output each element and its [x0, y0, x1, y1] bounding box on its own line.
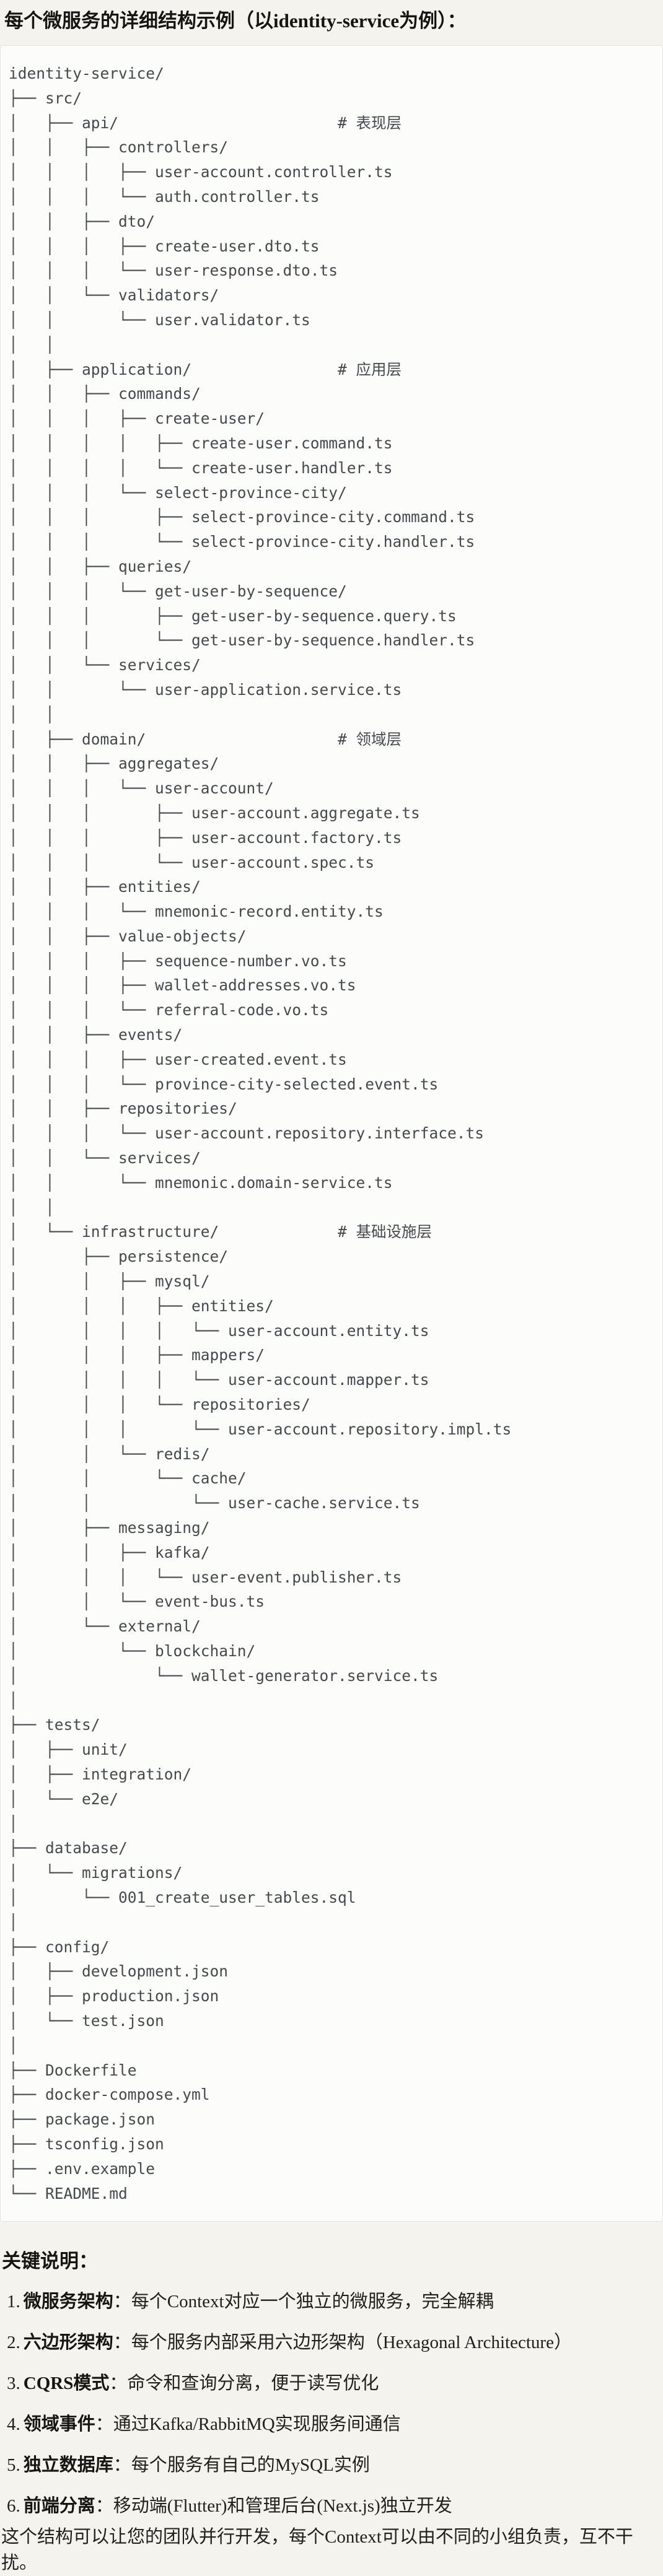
- note-item-microservice: 1.微服务架构：每个Context对应一个独立的微服务，完全解耦: [7, 2289, 663, 2315]
- note-term: 领域事件: [23, 2414, 95, 2435]
- code-block: identity-service/ ├── src/ │ ├── api/ # …: [0, 45, 663, 2222]
- note-term: 前端分离: [23, 2496, 95, 2517]
- note-item-domain-events: 4.领域事件：通过Kafka/RabbitMQ实现服务间通信: [7, 2411, 663, 2437]
- note-number: 1.: [7, 2292, 20, 2312]
- note-term: 六边形架构: [23, 2333, 113, 2353]
- note-number: 6.: [7, 2496, 20, 2517]
- notes-heading: 关键说明：: [2, 2250, 98, 2273]
- note-item-database: 5.独立数据库：每个服务有自己的MySQL实例: [7, 2452, 663, 2478]
- notes-list: 1.微服务架构：每个Context对应一个独立的微服务，完全解耦 2.六边形架构…: [0, 2289, 663, 2519]
- note-number: 2.: [7, 2333, 20, 2353]
- directory-tree: identity-service/ ├── src/ │ ├── api/ # …: [9, 64, 512, 2203]
- note-desc: ：命令和查询分离，便于读写优化: [109, 2373, 379, 2394]
- note-desc: ：每个服务内部采用六边形架构（Hexagonal Architecture）: [113, 2333, 572, 2353]
- note-number: 5.: [7, 2455, 20, 2476]
- note-desc: ：通过Kafka/RabbitMQ实现服务间通信: [95, 2414, 401, 2435]
- note-desc: ：每个Context对应一个独立的微服务，完全解耦: [113, 2292, 494, 2312]
- page-title: 每个微服务的详细结构示例（以identity-service为例）：: [4, 10, 467, 32]
- note-number: 4.: [7, 2414, 20, 2435]
- closing-paragraph: 这个结构可以让您的团队并行开发，每个Context可以由不同的小组负责，互不干扰…: [1, 2527, 633, 2574]
- note-item-cqrs: 3.CQRS模式：命令和查询分离，便于读写优化: [7, 2370, 663, 2396]
- note-term: 独立数据库: [23, 2455, 113, 2476]
- note-desc: ：移动端(Flutter)和管理后台(Next.js)独立开发: [95, 2496, 452, 2517]
- note-term: 微服务架构: [23, 2292, 113, 2312]
- note-term: CQRS模式: [23, 2373, 110, 2394]
- note-desc: ：每个服务有自己的MySQL实例: [113, 2455, 370, 2476]
- note-item-frontend: 6.前端分离：移动端(Flutter)和管理后台(Next.js)独立开发: [7, 2493, 663, 2519]
- note-item-hexagonal: 2.六边形架构：每个服务内部采用六边形架构（Hexagonal Architec…: [7, 2329, 663, 2356]
- note-number: 3.: [7, 2373, 20, 2394]
